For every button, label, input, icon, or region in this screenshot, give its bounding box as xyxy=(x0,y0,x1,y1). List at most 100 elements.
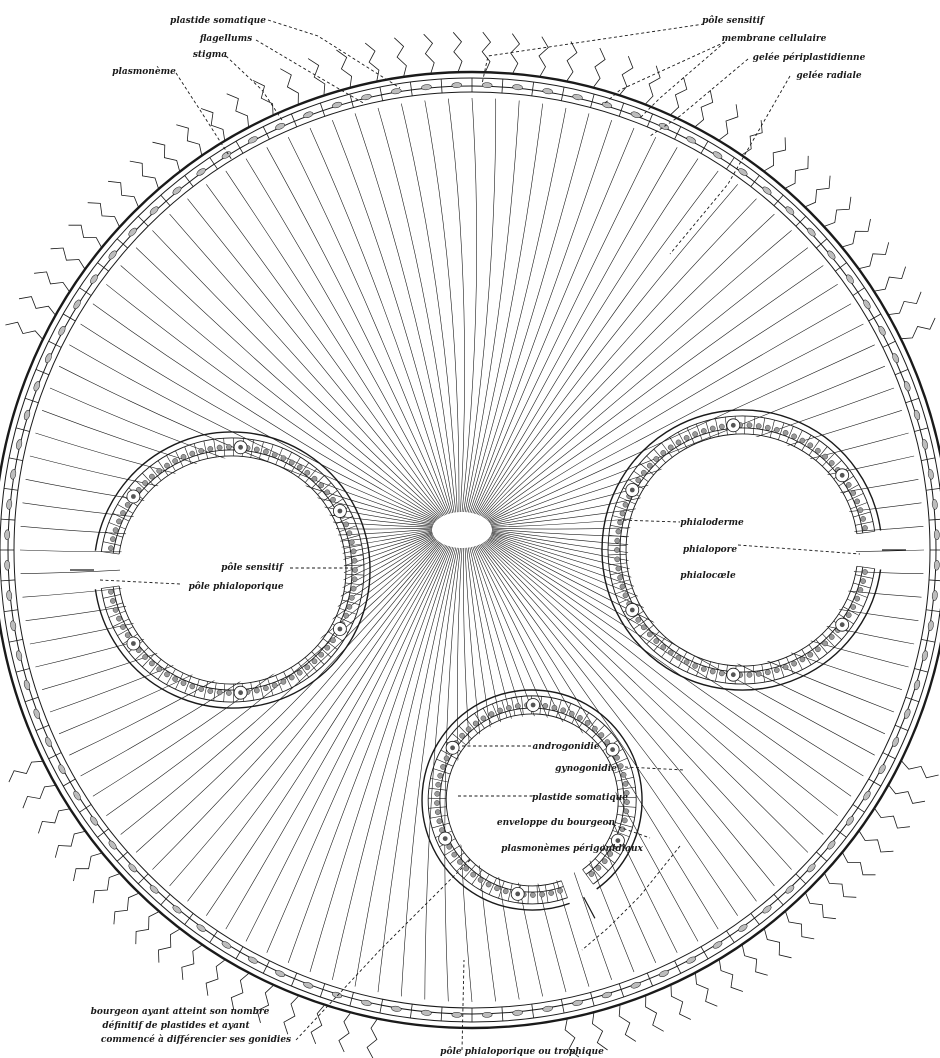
leader-pole-bottom xyxy=(462,960,464,1050)
bud-plastid xyxy=(540,892,545,897)
bud-plastid xyxy=(319,483,324,488)
flagellum xyxy=(23,786,55,809)
somatic-plastid xyxy=(4,530,10,540)
flagellum xyxy=(646,996,664,1031)
bud-cell-divider xyxy=(706,662,711,679)
bud-plastid xyxy=(823,454,828,459)
bud-plastid xyxy=(434,800,439,805)
somatic-plastid xyxy=(391,88,402,95)
somatic-plastid xyxy=(891,352,900,363)
bud-plastid xyxy=(444,756,449,761)
bud-cell-divider xyxy=(618,806,636,807)
bud-plastid xyxy=(654,456,659,461)
bud-cell-divider xyxy=(540,696,542,714)
flagellum xyxy=(5,322,42,339)
bud-plastid xyxy=(452,852,457,857)
plasmoneme-strand xyxy=(476,147,678,514)
wall-cell-divider xyxy=(4,610,18,612)
label-pole-sensitif-left: pôle sensitif xyxy=(221,562,285,573)
bud-plastid xyxy=(800,657,805,662)
bud-plastid xyxy=(636,478,641,483)
wall-cell-divider xyxy=(726,158,734,170)
bud-plastid xyxy=(351,586,356,591)
bud-cell-divider xyxy=(204,441,208,459)
somatic-plastid xyxy=(934,530,940,540)
wall-cell-divider xyxy=(380,999,383,1013)
wall-cell-divider xyxy=(914,669,928,673)
somatic-plastid xyxy=(452,82,462,88)
flagellum xyxy=(567,42,577,81)
bud-plastid xyxy=(618,520,623,525)
flagellum xyxy=(786,912,815,939)
flagellum xyxy=(206,960,225,996)
bud-plastid xyxy=(647,463,652,468)
bud-plastid xyxy=(823,641,828,646)
somatic-plastid xyxy=(761,185,772,195)
bud-plastid xyxy=(668,445,673,450)
somatic-plastid xyxy=(127,227,138,238)
gonidium-nucleus xyxy=(531,703,536,708)
gonidium-nucleus xyxy=(443,836,448,841)
gonidium-nucleus xyxy=(238,690,243,695)
bud-plastid xyxy=(254,447,259,452)
wall-cell-divider xyxy=(80,804,92,812)
bud-plastid xyxy=(599,733,604,738)
flagellum xyxy=(38,809,69,833)
bud-plastid xyxy=(305,470,310,475)
bud-plastid xyxy=(549,890,554,895)
bud-plastid xyxy=(618,575,623,580)
wall-cell-divider xyxy=(532,82,534,96)
wall-cell-divider xyxy=(210,158,218,170)
bud-plastid xyxy=(143,480,148,485)
somatic-plastid xyxy=(10,469,17,480)
flagellum xyxy=(367,1020,377,1058)
bud-plastid xyxy=(352,567,357,572)
bud-plastid xyxy=(647,632,652,637)
somatic-plastid xyxy=(877,325,886,336)
somatic-plastid xyxy=(761,904,772,914)
bud-plastid xyxy=(618,764,623,769)
somatic-plastid xyxy=(482,82,492,88)
bud-plastid xyxy=(815,647,820,652)
somatic-plastid xyxy=(33,381,41,392)
label-plastide-somatique-inner: plastide somatique xyxy=(532,793,628,803)
flagellum xyxy=(424,34,435,73)
bud-plastid xyxy=(157,667,162,672)
somatic-plastid xyxy=(784,205,795,216)
bud-plastid xyxy=(620,511,625,516)
flagellum xyxy=(511,34,520,73)
bud-cell-divider xyxy=(512,698,516,716)
bud-plastid xyxy=(181,454,186,459)
bud-plastid xyxy=(344,522,349,527)
bud-plastid xyxy=(710,669,715,674)
plasmoneme-strand xyxy=(467,104,543,513)
bud-plastid xyxy=(846,613,851,618)
bud-plastid xyxy=(552,705,557,710)
somatic-plastid xyxy=(601,101,612,109)
label-bourgeon-line1: bourgeon ayant atteint son nombre xyxy=(91,1007,270,1017)
somatic-plastid xyxy=(361,999,372,1006)
bud-cell-divider xyxy=(224,438,225,456)
somatic-plastid xyxy=(4,560,10,570)
somatic-plastid xyxy=(361,93,372,100)
bud-plastid xyxy=(325,645,330,650)
bud-cell-divider xyxy=(857,566,875,569)
bud-plastid xyxy=(263,449,268,454)
bud-plastid xyxy=(208,446,213,451)
plasmoneme-strand xyxy=(471,120,611,513)
bud-plastid xyxy=(616,529,621,534)
flagellum xyxy=(182,945,202,980)
wall-cell-divider xyxy=(210,931,218,943)
bud-plastid xyxy=(765,425,770,430)
flagellum xyxy=(19,297,55,315)
bud-plastid xyxy=(347,604,352,609)
bud-plastid xyxy=(684,660,689,665)
flagellum xyxy=(231,974,248,1010)
plasmoneme-strand xyxy=(448,99,464,512)
somatic-plastid xyxy=(274,122,285,131)
phialocoele-cavity xyxy=(628,436,856,664)
flagellum xyxy=(93,874,119,903)
label-gelee-periplastidienne: gelée périplastidienne xyxy=(753,52,866,63)
bud-plastid xyxy=(281,679,286,684)
label-pole-phialoporique-bottom: pôle phialoporique ou trophique xyxy=(440,1046,604,1057)
